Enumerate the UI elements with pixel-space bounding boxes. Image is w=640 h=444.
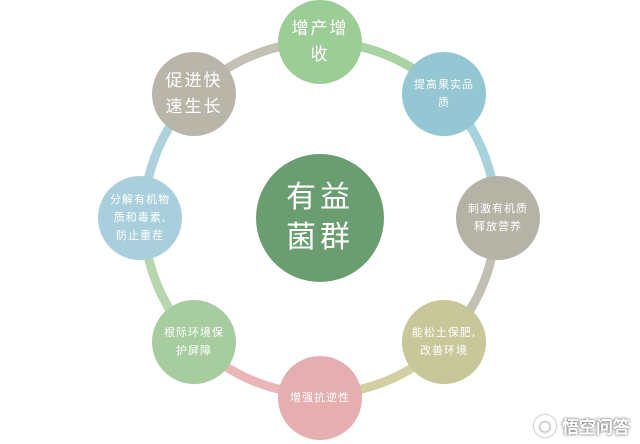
node-label-line1: 增产增	[291, 19, 349, 39]
node-fruit-quality: 提高果实品 质	[402, 52, 486, 136]
node-label-line1: 根际环境保	[164, 326, 224, 339]
node-label-line2: 护屏障	[176, 344, 212, 357]
node-label-line1: 促进快	[165, 71, 223, 91]
node-label-line1: 提高果实品	[414, 78, 474, 91]
node-label-line1: 能松土保肥,	[411, 326, 477, 339]
center-node-beneficial-flora: 有益 菌群	[256, 154, 384, 282]
node-yield-increase: 增产增 收	[278, 0, 362, 84]
node-label-line1: 刺激有机质	[468, 202, 528, 215]
speech-bubble-icon: ●	[534, 414, 556, 437]
watermark: ● 悟空问答	[534, 413, 630, 438]
node-nutrient-release: 刺激有机质 释放营养	[456, 176, 540, 260]
node-label-line2: 收	[310, 45, 330, 65]
node-label-line2: 速生长	[165, 97, 223, 117]
node-label-line2: 质	[438, 96, 450, 109]
center-label-line2: 菌群	[286, 220, 354, 255]
node-promote-growth: 促进快 速生长	[152, 52, 236, 136]
watermark-text: 悟空问答	[562, 418, 630, 438]
node-label-line1: 增强抗逆性	[290, 391, 350, 404]
node-rhizosphere-barrier: 根际环境保 护屏障	[152, 300, 236, 384]
node-decompose-toxins: 分解有机物 质和毒素, 防止重茬	[98, 176, 182, 260]
node-label-line2: 释放营养	[474, 220, 522, 233]
node-label-line2: 改善环境	[420, 344, 468, 357]
node-soil-improvement: 能松土保肥, 改善环境	[402, 300, 486, 384]
node-label-line1: 分解有机物	[110, 193, 170, 206]
node-label-line2: 质和毒素,	[113, 211, 167, 224]
center-label-line1: 有益	[286, 180, 354, 215]
node-label-line3: 防止重茬	[116, 229, 164, 242]
node-stress-resistance: 增强抗逆性	[278, 356, 362, 440]
